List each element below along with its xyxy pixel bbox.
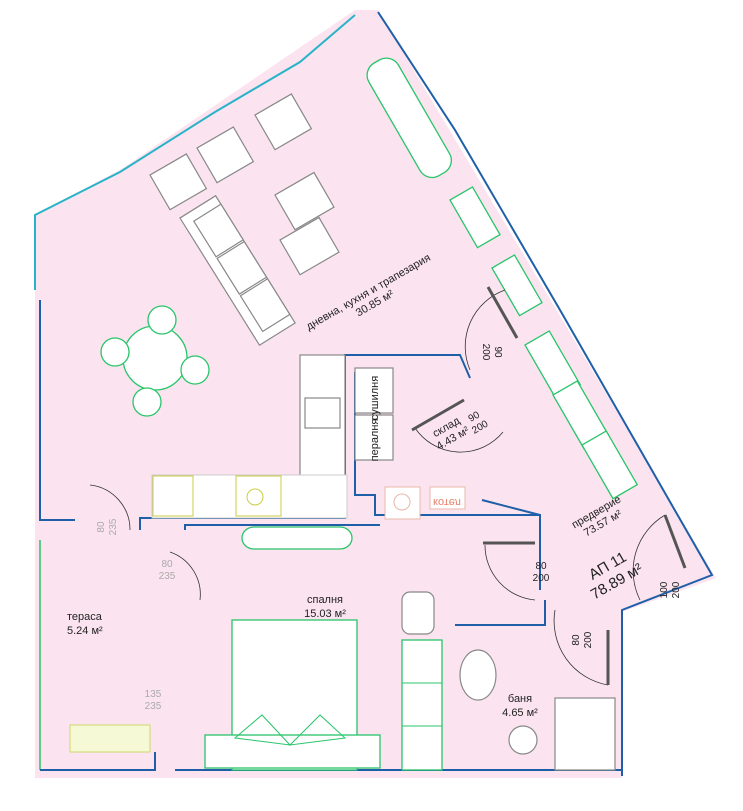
sofa [179,194,296,347]
door-width: 80 [535,561,547,572]
boiler-label: котел [433,496,461,508]
boiler-unit [384,486,421,520]
door-height: 235 [108,518,119,535]
room-name-terrace: тераса [67,611,103,623]
dresser [401,591,443,771]
exterior-wall-east [377,11,714,776]
coffee-table [279,216,340,276]
dryer-label: сушилня [369,376,381,420]
bed [204,619,381,771]
toilet [508,725,538,755]
door-height: 200 [480,344,491,361]
washer [354,414,394,461]
boiler-icon [393,493,411,511]
door-width: 135 [145,689,162,700]
shower [554,697,616,771]
door-height: 200 [533,573,550,584]
room-area-bedroom: 15.03 м² [304,608,346,620]
door-width: 80 [571,634,582,646]
window-panels [366,57,639,500]
armchair [196,126,255,184]
room-name-bathroom: баня [508,693,532,705]
door-width: 100 [659,581,670,598]
door-height: 235 [159,571,176,582]
door-width: 90 [492,346,503,358]
door-width: 90 [467,409,483,424]
door-height: 235 [145,701,162,712]
sink [459,649,497,701]
room-area-terrace: 5.24 м² [67,625,103,637]
corridor-wall [184,524,380,530]
storage-diagonal-wall [481,499,541,516]
door-swings [89,286,687,686]
door-height: 200 [583,631,594,648]
door-width: 80 [161,559,173,570]
boiler-label-box [429,486,466,510]
bedroom-wall [455,600,546,626]
exterior-wall-west [39,300,75,521]
dryer [354,367,394,414]
armchair [149,153,208,211]
wardrobe [241,526,353,550]
exterior-wall-north [34,14,356,290]
kitchen-counter [151,354,348,519]
terrace-planter [69,724,151,753]
terrace-wall [40,752,156,771]
storage-wall [354,372,541,590]
door-width: 80 [96,521,107,533]
dining-table [100,305,210,417]
door-height: 200 [671,581,682,598]
room-name-bedroom: спалня [307,594,343,606]
coffee-table [274,171,335,231]
armchair [254,93,313,151]
washer-label: пералня [369,419,381,462]
room-area-bathroom: 4.65 м² [502,707,538,719]
